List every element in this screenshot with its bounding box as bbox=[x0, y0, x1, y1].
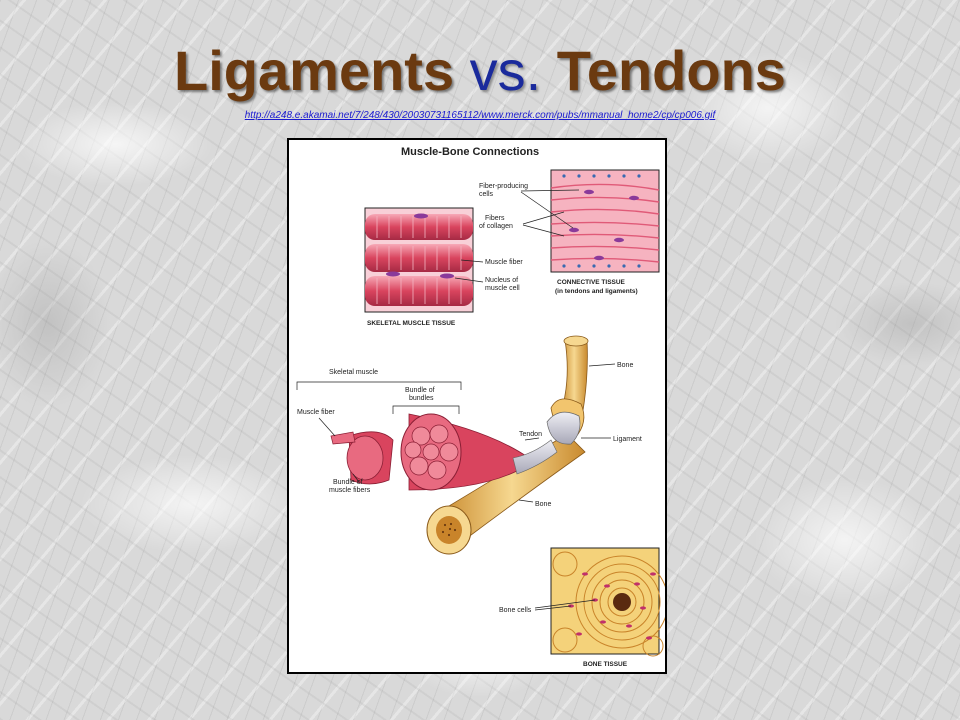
source-link[interactable]: http://a248.e.akamai.net/7/248/430/20030… bbox=[244, 110, 716, 121]
skeletal-leader-lines bbox=[454, 259, 484, 283]
label-muscle-fiber-top: Muscle fiber bbox=[485, 259, 523, 266]
title-ligaments: Ligaments bbox=[174, 39, 455, 102]
label-fibers: Fibers bbox=[485, 215, 505, 222]
bone-illustration bbox=[426, 335, 589, 555]
label-bundle-of-muscle: Bundle of bbox=[333, 479, 363, 486]
label-skeletal-muscle: Skeletal muscle bbox=[329, 369, 378, 376]
connective-leader-lines bbox=[520, 189, 580, 237]
label-bundles: bundles bbox=[409, 395, 434, 402]
label-skeletal-muscle-tissue: SKELETAL MUSCLE TISSUE bbox=[367, 320, 456, 327]
muscle-bundle-illustration bbox=[330, 413, 558, 491]
skeletal-muscle-bracket bbox=[296, 381, 462, 390]
connective-tissue-panel bbox=[550, 169, 660, 273]
label-bone-mid: Bone bbox=[535, 501, 551, 508]
ligament-shape bbox=[546, 411, 581, 445]
label-of-collagen: of collagen bbox=[479, 223, 513, 230]
bone-tissue-panel bbox=[550, 547, 669, 657]
label-cells: cells bbox=[479, 191, 494, 198]
slide-title: Ligaments vs. Tendons bbox=[0, 38, 960, 104]
diagram-svg: Muscle-Bone Connections Fiber-producing … bbox=[296, 146, 669, 668]
bone-cells-leader-lines bbox=[534, 599, 596, 611]
label-muscle-fiber-left: Muscle fiber bbox=[297, 409, 335, 416]
label-bone-cells: Bone cells bbox=[499, 607, 532, 614]
title-tendons: Tendons bbox=[556, 39, 786, 102]
label-fiber-producing: Fiber-producing bbox=[479, 183, 528, 190]
title-vs: vs. bbox=[469, 39, 542, 102]
label-tendon: Tendon bbox=[519, 431, 542, 438]
anatomy-leader-lines bbox=[318, 363, 616, 503]
label-muscle-fibers: muscle fibers bbox=[329, 487, 371, 494]
label-connective-tissue: CONNECTIVE TISSUE bbox=[557, 279, 626, 286]
skeletal-muscle-panel bbox=[364, 207, 474, 313]
label-muscle-cell: muscle cell bbox=[485, 285, 520, 292]
bundles-bracket bbox=[392, 405, 460, 414]
label-bone-top: Bone bbox=[617, 362, 633, 369]
muscle-bone-figure: Muscle-Bone Connections Fiber-producing … bbox=[287, 138, 669, 674]
label-bundle-of: Bundle of bbox=[405, 387, 435, 394]
label-ligament: Ligament bbox=[613, 436, 642, 443]
figure-heading: Muscle-Bone Connections bbox=[401, 146, 539, 158]
label-in-tendons: (in tendons and ligaments) bbox=[555, 288, 638, 295]
label-nucleus-of: Nucleus of bbox=[485, 277, 518, 284]
label-bone-tissue: BONE TISSUE bbox=[583, 661, 628, 668]
